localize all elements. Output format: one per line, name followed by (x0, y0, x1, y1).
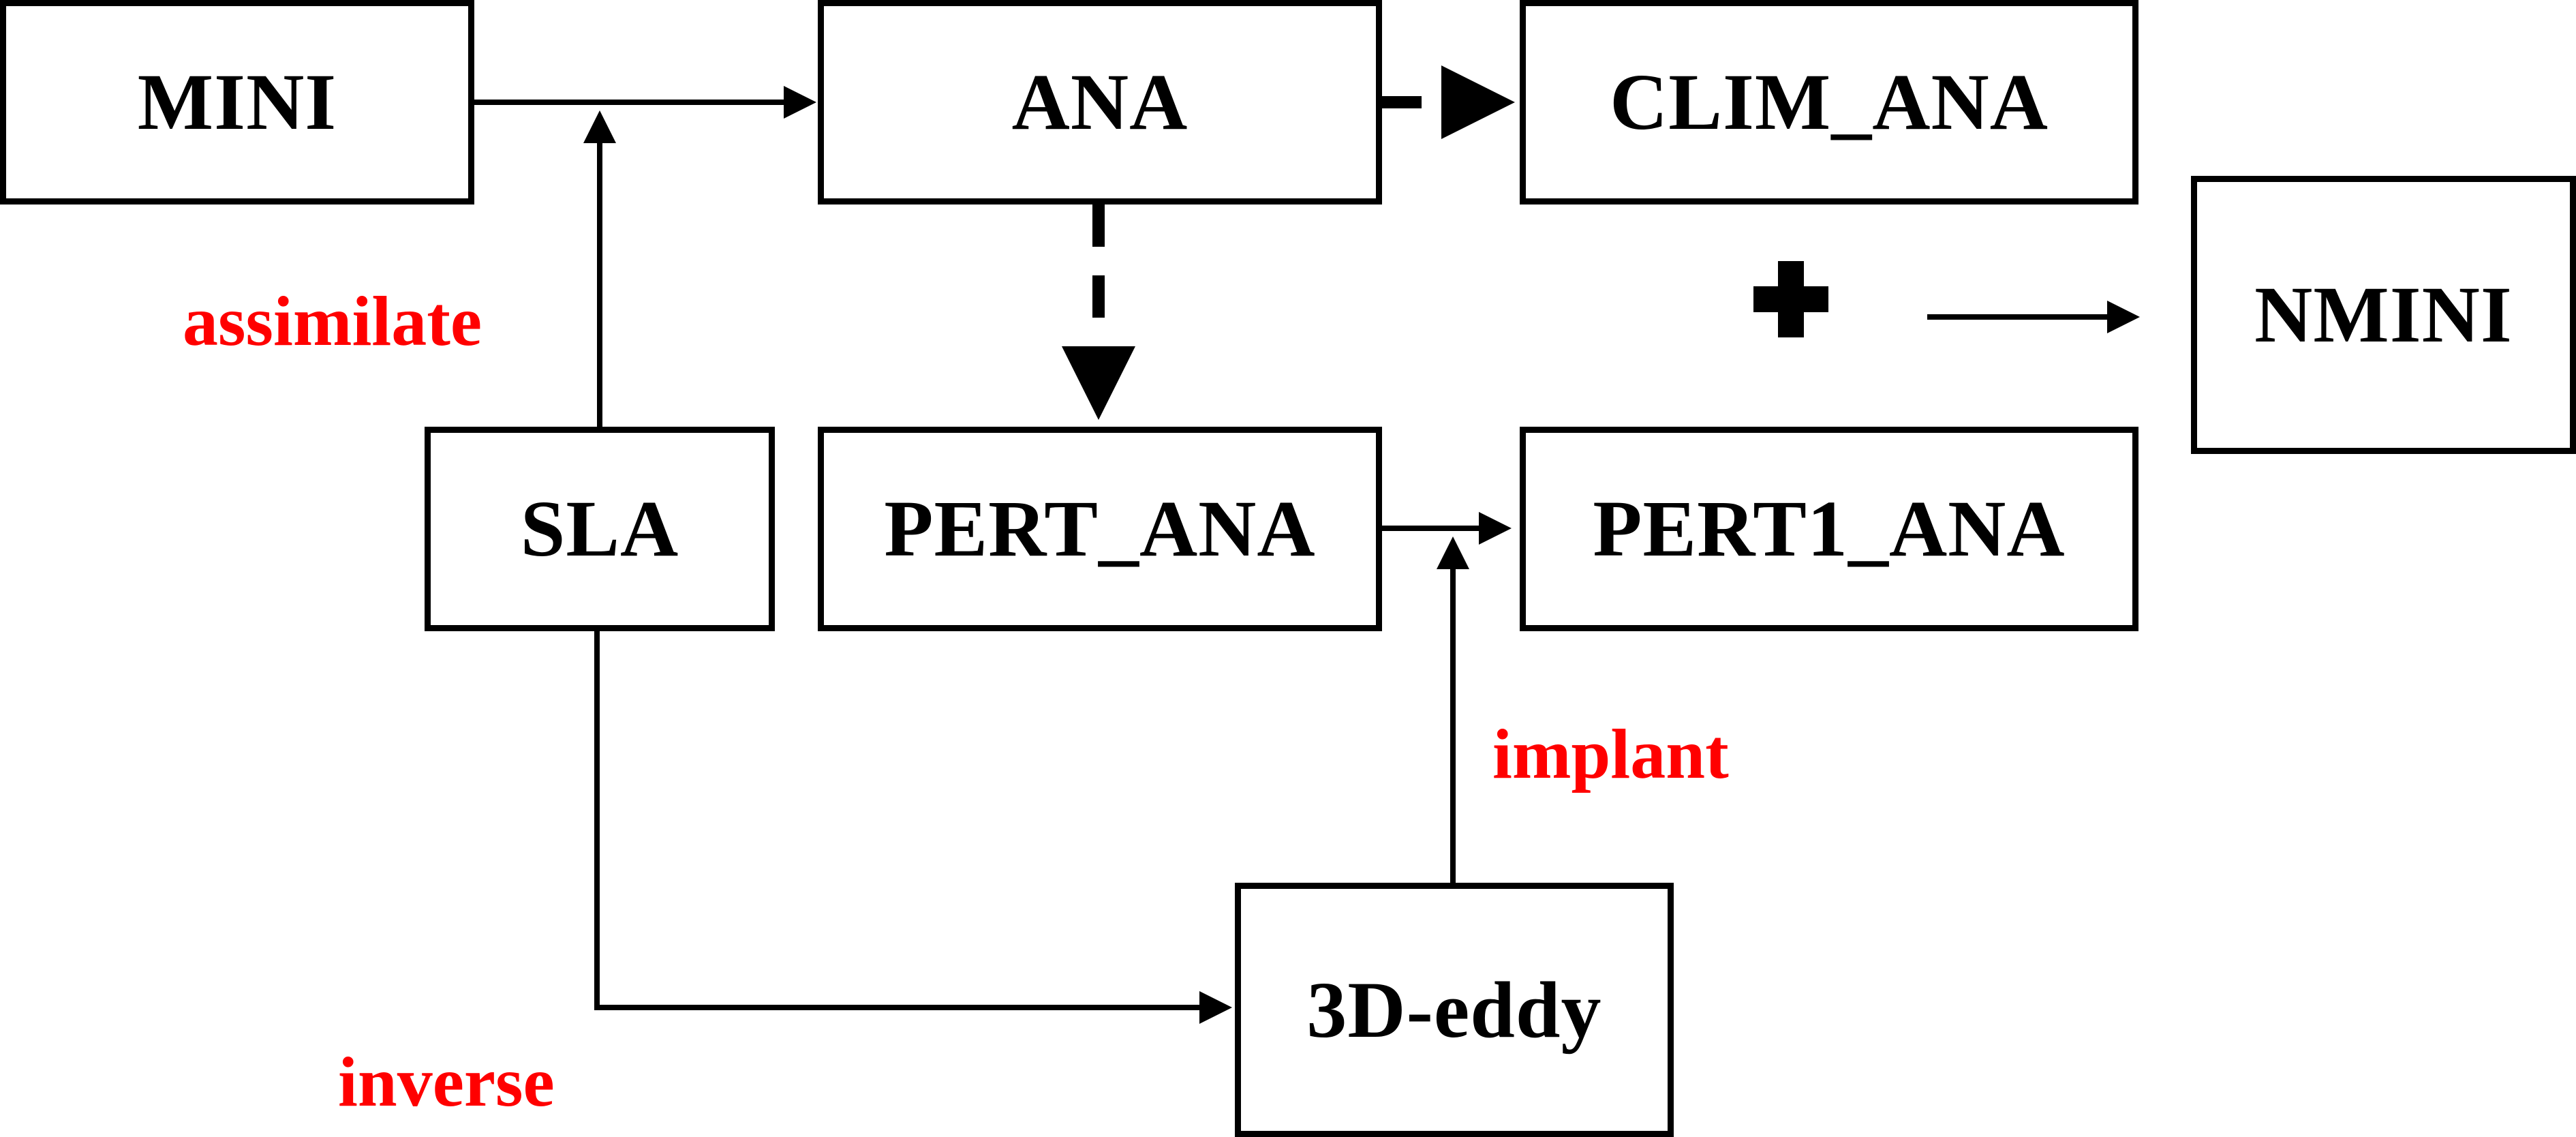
node-sla-label: SLA (520, 484, 679, 573)
node-pert-ana: PERT_ANA (818, 427, 1382, 631)
node-pert1-ana-label: PERT1_ANA (1593, 484, 2066, 573)
node-mini-label: MINI (137, 57, 337, 147)
node-pert-ana-label: PERT_ANA (884, 484, 1316, 573)
node-sla: SLA (425, 427, 775, 631)
node-nmini-label: NMINI (2254, 270, 2513, 359)
node-ana: ANA (818, 0, 1382, 204)
label-implant: implant (1492, 715, 1729, 793)
label-inverse: inverse (338, 1043, 555, 1121)
node-3d-eddy: 3D-eddy (1235, 883, 1674, 1137)
plus-sign (1753, 261, 1828, 337)
node-3d-eddy-label: 3D-eddy (1306, 965, 1602, 1055)
label-assimilate: assimilate (183, 282, 482, 361)
node-mini: MINI (0, 0, 474, 204)
node-clim-ana-label: CLIM_ANA (1610, 57, 2049, 147)
node-ana-label: ANA (1011, 57, 1189, 147)
node-pert1-ana: PERT1_ANA (1520, 427, 2138, 631)
arrow-sla-inverse (594, 628, 1232, 1024)
node-clim-ana: CLIM_ANA (1520, 0, 2138, 204)
node-nmini: NMINI (2191, 176, 2576, 454)
